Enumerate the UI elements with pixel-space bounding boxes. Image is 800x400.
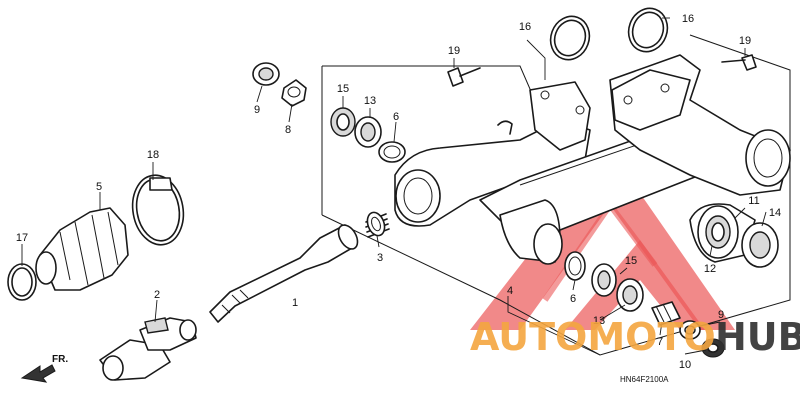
bushing-7 [651,301,681,326]
callout-10: 10 [679,359,691,371]
callout-1: 1 [292,297,298,309]
bearing-14-right [741,222,779,268]
callout-15-upper: 15 [337,83,349,95]
cap-9-lower [679,320,701,340]
callout-6-lower: 6 [570,293,576,305]
callout-19-left: 19 [448,45,460,57]
callout-15-lower: 15 [625,255,637,267]
callout-9-lower: 9 [718,309,724,321]
clamp-18 [131,174,185,246]
bearing-13-lower [616,278,644,312]
cap-9-upper [252,62,280,86]
watermark-text-hub: HUB [715,315,800,359]
o-ring-16-left [549,15,591,61]
callout-11: 11 [748,195,759,207]
callout-4: 4 [507,285,513,297]
callout-16-right: 16 [682,13,694,25]
bolt-19-right [721,54,757,71]
drawing-code: HN64F2100A [620,375,669,384]
drive-shaft-1 [209,224,359,323]
front-arrow-icon [20,364,56,383]
callout-19-right: 19 [739,35,751,47]
spring-3 [365,211,390,238]
callout-12: 12 [704,263,716,275]
callout-8: 8 [285,124,291,136]
callout-9-upper: 9 [254,104,260,116]
collar-6-lower [564,251,586,281]
collar-6-upper [378,141,406,163]
watermark-text: AUTOMOTO HUB [470,315,800,359]
callout-18: 18 [147,149,159,161]
oil-seal-15-lower [591,263,617,297]
leader-lines [21,17,767,356]
grommet-8 [281,79,307,107]
nut-10 [701,338,725,358]
callout-3: 3 [377,252,383,264]
callout-14: 14 [769,207,781,219]
boot-5 [35,207,129,291]
universal-joint-2 [99,317,197,381]
bearing-13-upper [354,116,382,148]
clamp-17 [7,263,37,301]
callout-5: 5 [96,181,102,193]
callout-6-upper: 6 [393,111,399,123]
callout-2: 2 [154,289,160,301]
callout-13-lower: 13 [593,315,605,327]
callout-labels: 1 2 3 4 5 6 6 7 8 9 9 10 11 12 13 13 14 … [16,13,781,371]
bearing-12-right [697,205,739,259]
callout-17: 17 [16,232,28,244]
callout-13-upper: 13 [364,95,376,107]
front-direction-indicator: FR. [20,354,68,383]
oil-seal-15-upper [330,107,356,137]
callout-7: 7 [657,336,663,348]
o-ring-16-right [627,7,669,53]
front-label: FR. [52,354,68,365]
watermark-text-automoto: AUTOMOTO [470,315,716,359]
callout-16-left: 16 [519,21,531,33]
bolt-19-left [447,67,481,87]
